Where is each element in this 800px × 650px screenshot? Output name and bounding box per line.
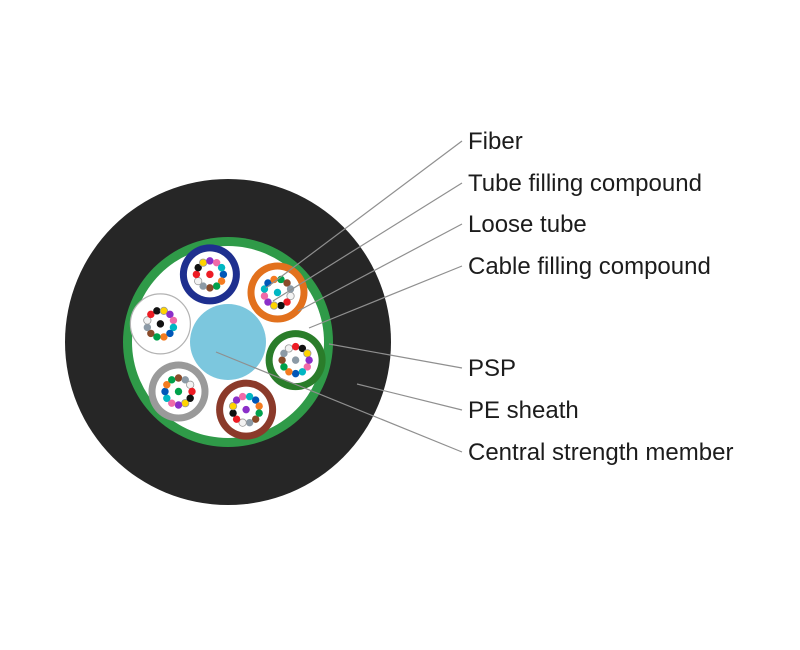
fiber-dot xyxy=(305,356,313,364)
fiber-dot xyxy=(255,402,263,410)
fiber-dot xyxy=(199,282,207,290)
fiber-dot xyxy=(219,270,228,279)
fiber-dot xyxy=(245,392,254,401)
fiber-dot xyxy=(166,329,174,338)
fiber-dot xyxy=(229,409,237,417)
fiber-dot xyxy=(283,298,291,306)
leader-line-central-strength-member xyxy=(215,351,463,453)
label-psp: PSP xyxy=(468,355,517,382)
fiber-dot xyxy=(174,401,183,409)
leader-line-cable-filling-compound xyxy=(308,265,463,329)
fiber-dot xyxy=(161,387,169,396)
fiber-dot xyxy=(194,263,202,272)
fiber-dot xyxy=(280,363,288,371)
fiber-dot xyxy=(181,376,189,384)
fiber-dot xyxy=(264,298,272,306)
fiber-dot xyxy=(169,316,178,325)
fiber-dot xyxy=(217,277,226,285)
fiber-dot xyxy=(298,368,307,376)
fiber-dot xyxy=(278,356,286,364)
fiber-dot xyxy=(166,310,174,319)
fiber-dot xyxy=(188,387,196,396)
fiber-dot xyxy=(251,415,260,423)
fiber-dot xyxy=(242,405,250,414)
fiber-dot xyxy=(206,257,214,265)
fiber-dot xyxy=(280,349,288,358)
fiber-dot xyxy=(228,402,238,411)
central-strength-member xyxy=(190,304,266,380)
fiber-dot xyxy=(245,418,254,427)
fiber-dot xyxy=(251,396,260,404)
fiber-dot xyxy=(192,270,201,279)
fiber-dot xyxy=(269,301,279,310)
fiber-dot xyxy=(168,376,176,384)
label-loose-tube: Loose tube xyxy=(468,211,587,238)
fiber-dot xyxy=(163,394,171,402)
fiber-dot xyxy=(159,306,168,315)
fiber-dot xyxy=(298,344,307,353)
label-cable-filling-compound: Cable filling compound xyxy=(468,253,711,280)
fiber-dot xyxy=(168,399,176,407)
fiber-dot xyxy=(199,258,208,267)
label-central-strength-member: Central strength member xyxy=(468,439,734,466)
fiber-dot xyxy=(232,415,241,423)
fiber-dot xyxy=(277,301,285,310)
fiber-dot xyxy=(169,323,178,332)
leader-line-psp xyxy=(328,343,463,369)
fiber-dot xyxy=(283,279,291,287)
fiber-dot xyxy=(217,263,226,272)
fiber-dot xyxy=(238,392,247,401)
fiber-dot xyxy=(206,284,214,292)
fiber-dot xyxy=(143,323,152,332)
fiber-dot xyxy=(147,329,155,338)
fiber-dot xyxy=(174,374,183,382)
fiber-dot xyxy=(153,307,161,315)
fiber-dot xyxy=(147,310,155,319)
fiber-dot xyxy=(285,368,293,376)
fiber-dot xyxy=(232,396,241,404)
fiber-dot xyxy=(303,363,312,371)
leader-line-tube-filling-compound xyxy=(272,182,463,302)
fiber-dot xyxy=(163,381,171,389)
fiber-dot xyxy=(255,409,263,417)
leader-line-fiber xyxy=(265,140,463,289)
label-pe-sheath: PE sheath xyxy=(468,397,579,424)
fiber-dot xyxy=(194,277,203,286)
fiber-dot xyxy=(212,258,221,267)
fiber-dot xyxy=(174,387,183,396)
fiber-dot xyxy=(291,369,300,378)
fiber-dot xyxy=(260,292,269,300)
fiber-dot xyxy=(273,288,282,297)
fiber-dot xyxy=(186,394,194,402)
leader-line-pe-sheath xyxy=(356,383,463,411)
fiber-dot xyxy=(156,320,165,328)
fiber-dot xyxy=(160,333,168,341)
fiber-dot xyxy=(291,356,300,364)
fiber-dot xyxy=(284,344,293,353)
fiber-dot xyxy=(153,333,161,341)
fiber-dot xyxy=(238,418,247,427)
fiber-dot xyxy=(303,349,312,358)
leader-line-loose-tube xyxy=(297,223,463,312)
fiber-dot xyxy=(143,316,152,325)
fiber-dot xyxy=(212,282,221,290)
fiber-dot xyxy=(206,270,214,279)
fiber-dot xyxy=(186,380,195,389)
label-tube-filling-compound: Tube filling compound xyxy=(468,170,702,197)
fiber-dot xyxy=(291,342,300,351)
label-fiber: Fiber xyxy=(468,128,523,155)
